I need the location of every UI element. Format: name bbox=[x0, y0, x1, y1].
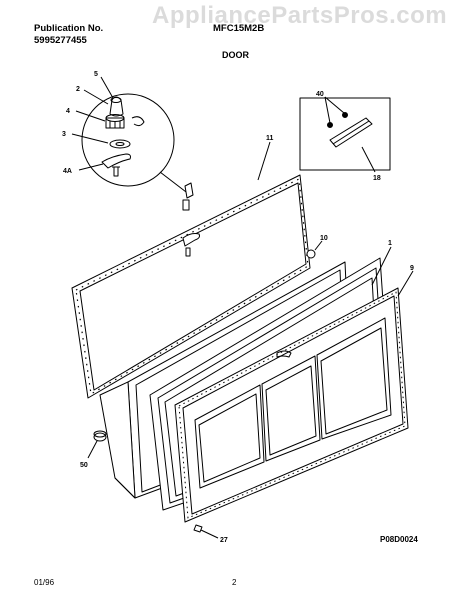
label-part-40: 40 bbox=[316, 91, 324, 98]
label-part-3: 3 bbox=[62, 131, 66, 138]
publication-number: 5995277455 bbox=[34, 35, 87, 46]
footer-page-number: 2 bbox=[232, 578, 237, 587]
label-part-4a: 4A bbox=[63, 168, 72, 175]
diagram-code: P08D0024 bbox=[380, 535, 418, 544]
label-part-2: 2 bbox=[76, 86, 80, 93]
label-part-4: 4 bbox=[66, 108, 70, 115]
label-part-18: 18 bbox=[373, 175, 381, 182]
label-part-50: 50 bbox=[80, 462, 88, 469]
bottom-hinge-part bbox=[87, 430, 107, 459]
label-part-11: 11 bbox=[266, 135, 274, 142]
handle-detail-callout bbox=[299, 96, 391, 173]
label-part-9: 9 bbox=[410, 265, 414, 272]
hinge-detail-callout bbox=[71, 76, 175, 187]
model-number: MFC15M2B bbox=[213, 23, 265, 34]
label-part-1: 1 bbox=[388, 240, 392, 247]
label-part-27: 27 bbox=[220, 537, 228, 544]
publication-label: Publication No. bbox=[34, 23, 104, 34]
door-gasket bbox=[71, 174, 311, 399]
label-part-5: 5 bbox=[94, 71, 98, 78]
footer-date: 01/96 bbox=[34, 578, 55, 587]
door-back-panel bbox=[99, 381, 136, 499]
section-title: DOOR bbox=[222, 50, 249, 60]
hinge-hardware bbox=[182, 141, 271, 257]
label-part-10: 10 bbox=[320, 235, 328, 242]
outer-door-panel bbox=[174, 287, 409, 523]
screw-part bbox=[193, 524, 219, 539]
